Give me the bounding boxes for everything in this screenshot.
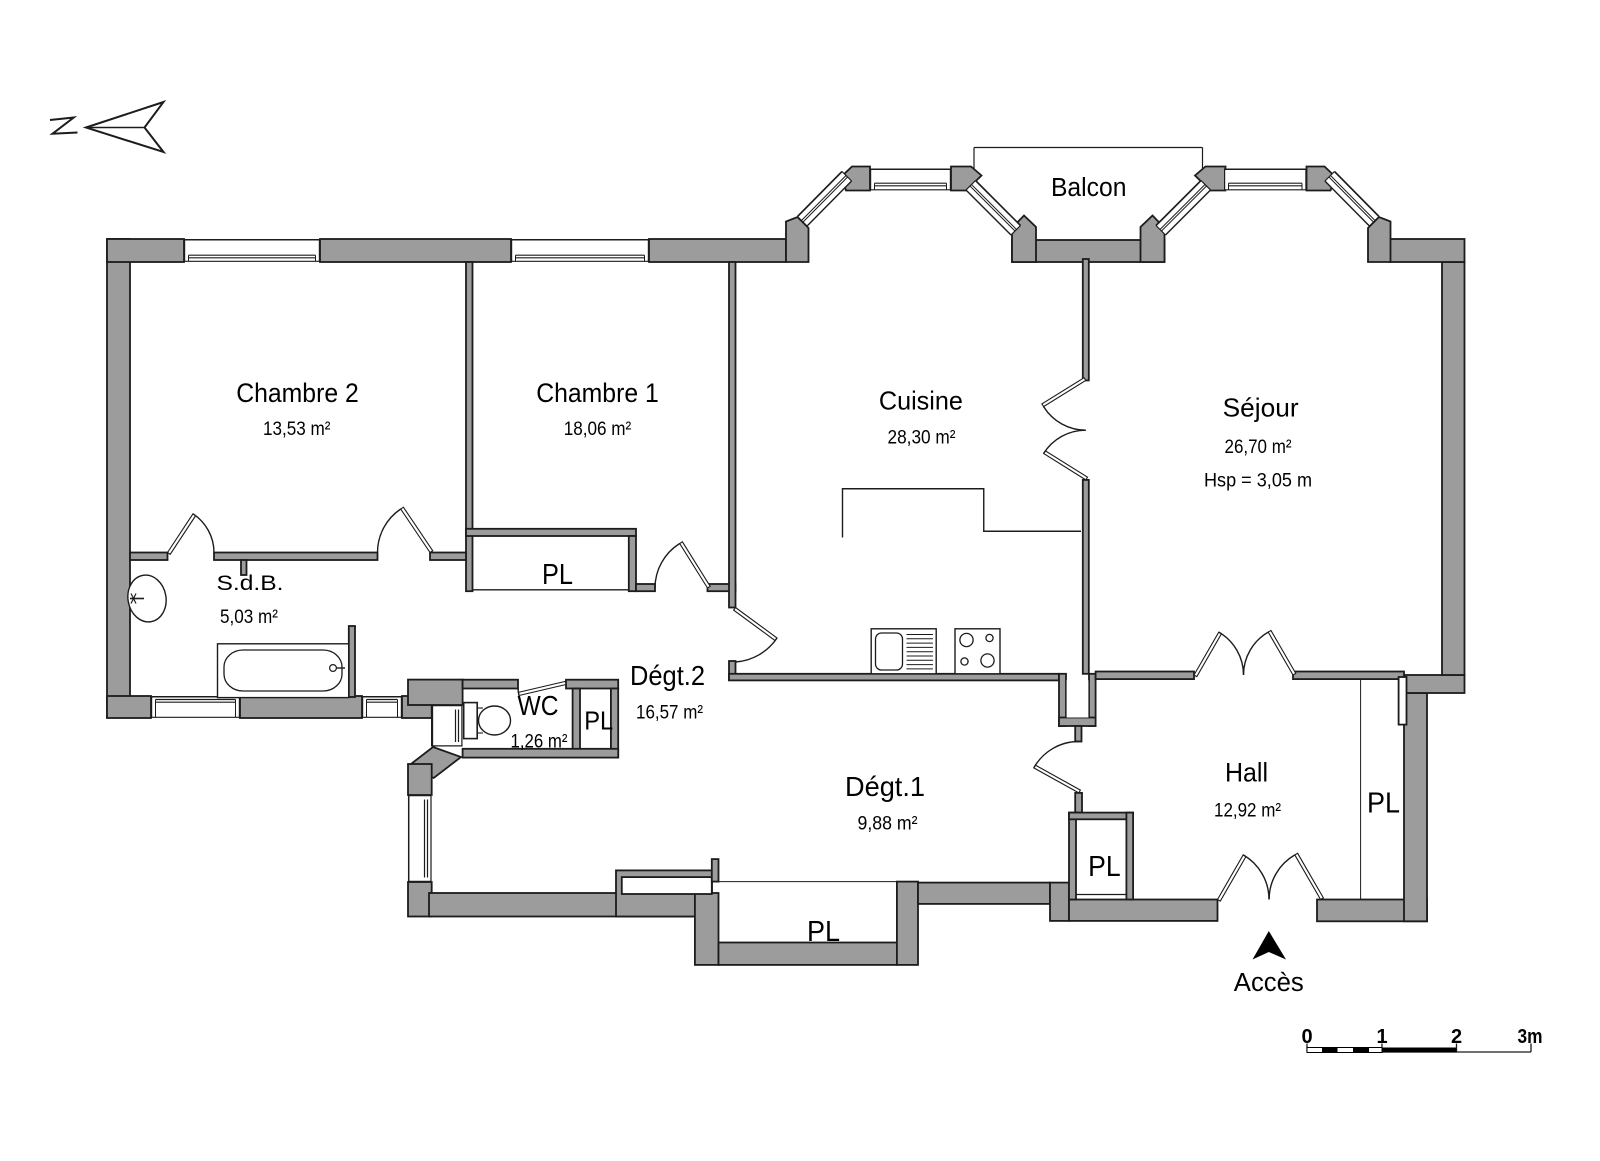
svg-text:PL: PL [1367,788,1400,820]
svg-text:0: 0 [1301,1026,1312,1048]
svg-text:Hall: Hall [1225,758,1268,788]
svg-text:PL: PL [542,559,573,591]
svg-text:PL: PL [1088,851,1121,883]
svg-text:3m: 3m [1518,1026,1543,1048]
svg-text:PL: PL [584,706,613,736]
svg-text:13,53 m²: 13,53 m² [263,419,331,440]
svg-text:5,03 m²: 5,03 m² [220,607,278,628]
svg-text:Balcon: Balcon [1051,174,1127,202]
svg-text:2: 2 [1451,1026,1462,1048]
svg-text:16,57 m²: 16,57 m² [636,702,703,724]
svg-text:1,26 m²: 1,26 m² [511,732,568,753]
svg-text:Séjour: Séjour [1223,393,1299,423]
svg-text:Chambre 1: Chambre 1 [536,378,659,408]
svg-text:9,88 m²: 9,88 m² [858,814,918,835]
svg-text:28,30 m²: 28,30 m² [888,428,956,449]
svg-text:PL: PL [807,916,840,948]
svg-text:Dégt.1: Dégt.1 [845,771,925,802]
svg-text:1: 1 [1376,1026,1387,1048]
svg-text:Cuisine: Cuisine [879,386,963,416]
svg-text:Chambre 2: Chambre 2 [236,378,359,408]
svg-text:S.d.B.: S.d.B. [217,571,284,595]
svg-text:18,06 m²: 18,06 m² [564,419,632,440]
svg-text:Accès: Accès [1234,969,1304,997]
svg-text:26,70 m²: 26,70 m² [1225,437,1292,458]
svg-text:12,92 m²: 12,92 m² [1214,801,1281,822]
svg-text:WC: WC [518,690,559,721]
svg-text:Hsp = 3,05 m: Hsp = 3,05 m [1204,471,1312,492]
svg-text:Dégt.2: Dégt.2 [630,660,705,691]
